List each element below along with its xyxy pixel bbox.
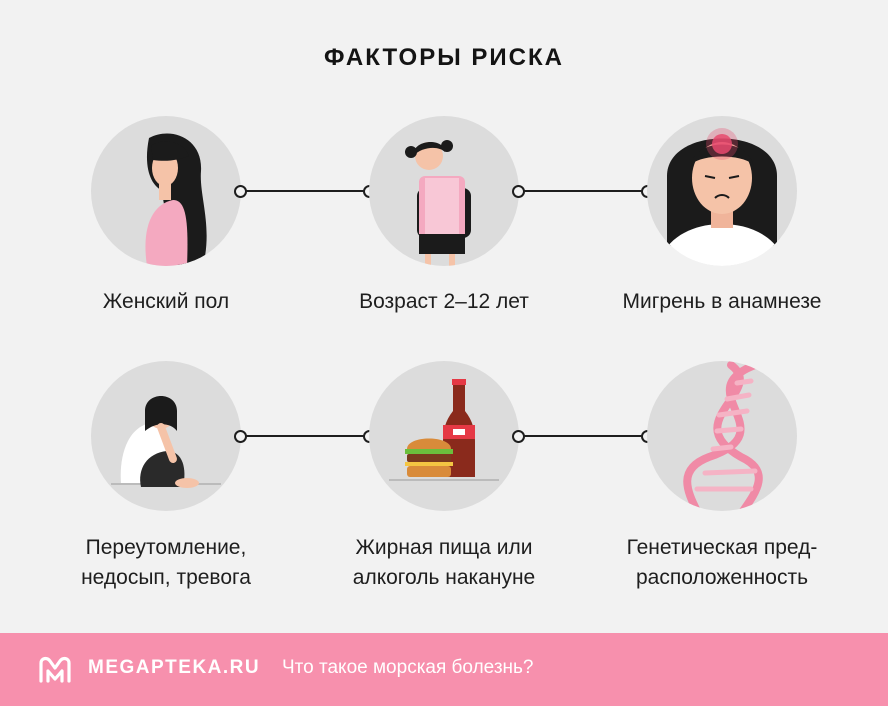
factor-label: Мигрень в анамнезе: [622, 290, 822, 313]
connector-line: [234, 430, 376, 443]
footer-banner: MEGAPTEKA.RU Что такое морская болезнь?: [0, 633, 888, 706]
woman-profile-icon: [91, 116, 241, 266]
connector-line: [234, 185, 376, 198]
migraine-woman-icon: [647, 116, 797, 266]
factor-label: Переутомление, недосып, тревога: [81, 536, 251, 589]
connector-dot: [512, 430, 525, 443]
schoolgirl-icon: [369, 116, 519, 266]
connector-dot: [234, 430, 247, 443]
page-title: ФАКТОРЫ РИСКА: [324, 44, 564, 71]
connector-dot: [234, 185, 247, 198]
connector-dot: [512, 185, 525, 198]
factor-label: Жирная пища или алкоголь накануне: [352, 536, 536, 589]
stressed-person-icon: [91, 361, 241, 511]
factor-label: Генетическая пред- расположенность: [626, 536, 818, 589]
burger-soda-icon: [369, 361, 519, 511]
megapteka-logo-icon: [39, 656, 71, 683]
dna-icon: [647, 361, 797, 511]
brand-name[interactable]: MEGAPTEKA.RU: [88, 657, 261, 678]
footer-article-title: Что такое морская болезнь?: [282, 657, 534, 678]
connector-line: [512, 430, 654, 443]
factor-label: Возраст 2–12 лет: [359, 290, 529, 313]
connector-line: [512, 185, 654, 198]
factor-label: Женский пол: [102, 290, 230, 313]
